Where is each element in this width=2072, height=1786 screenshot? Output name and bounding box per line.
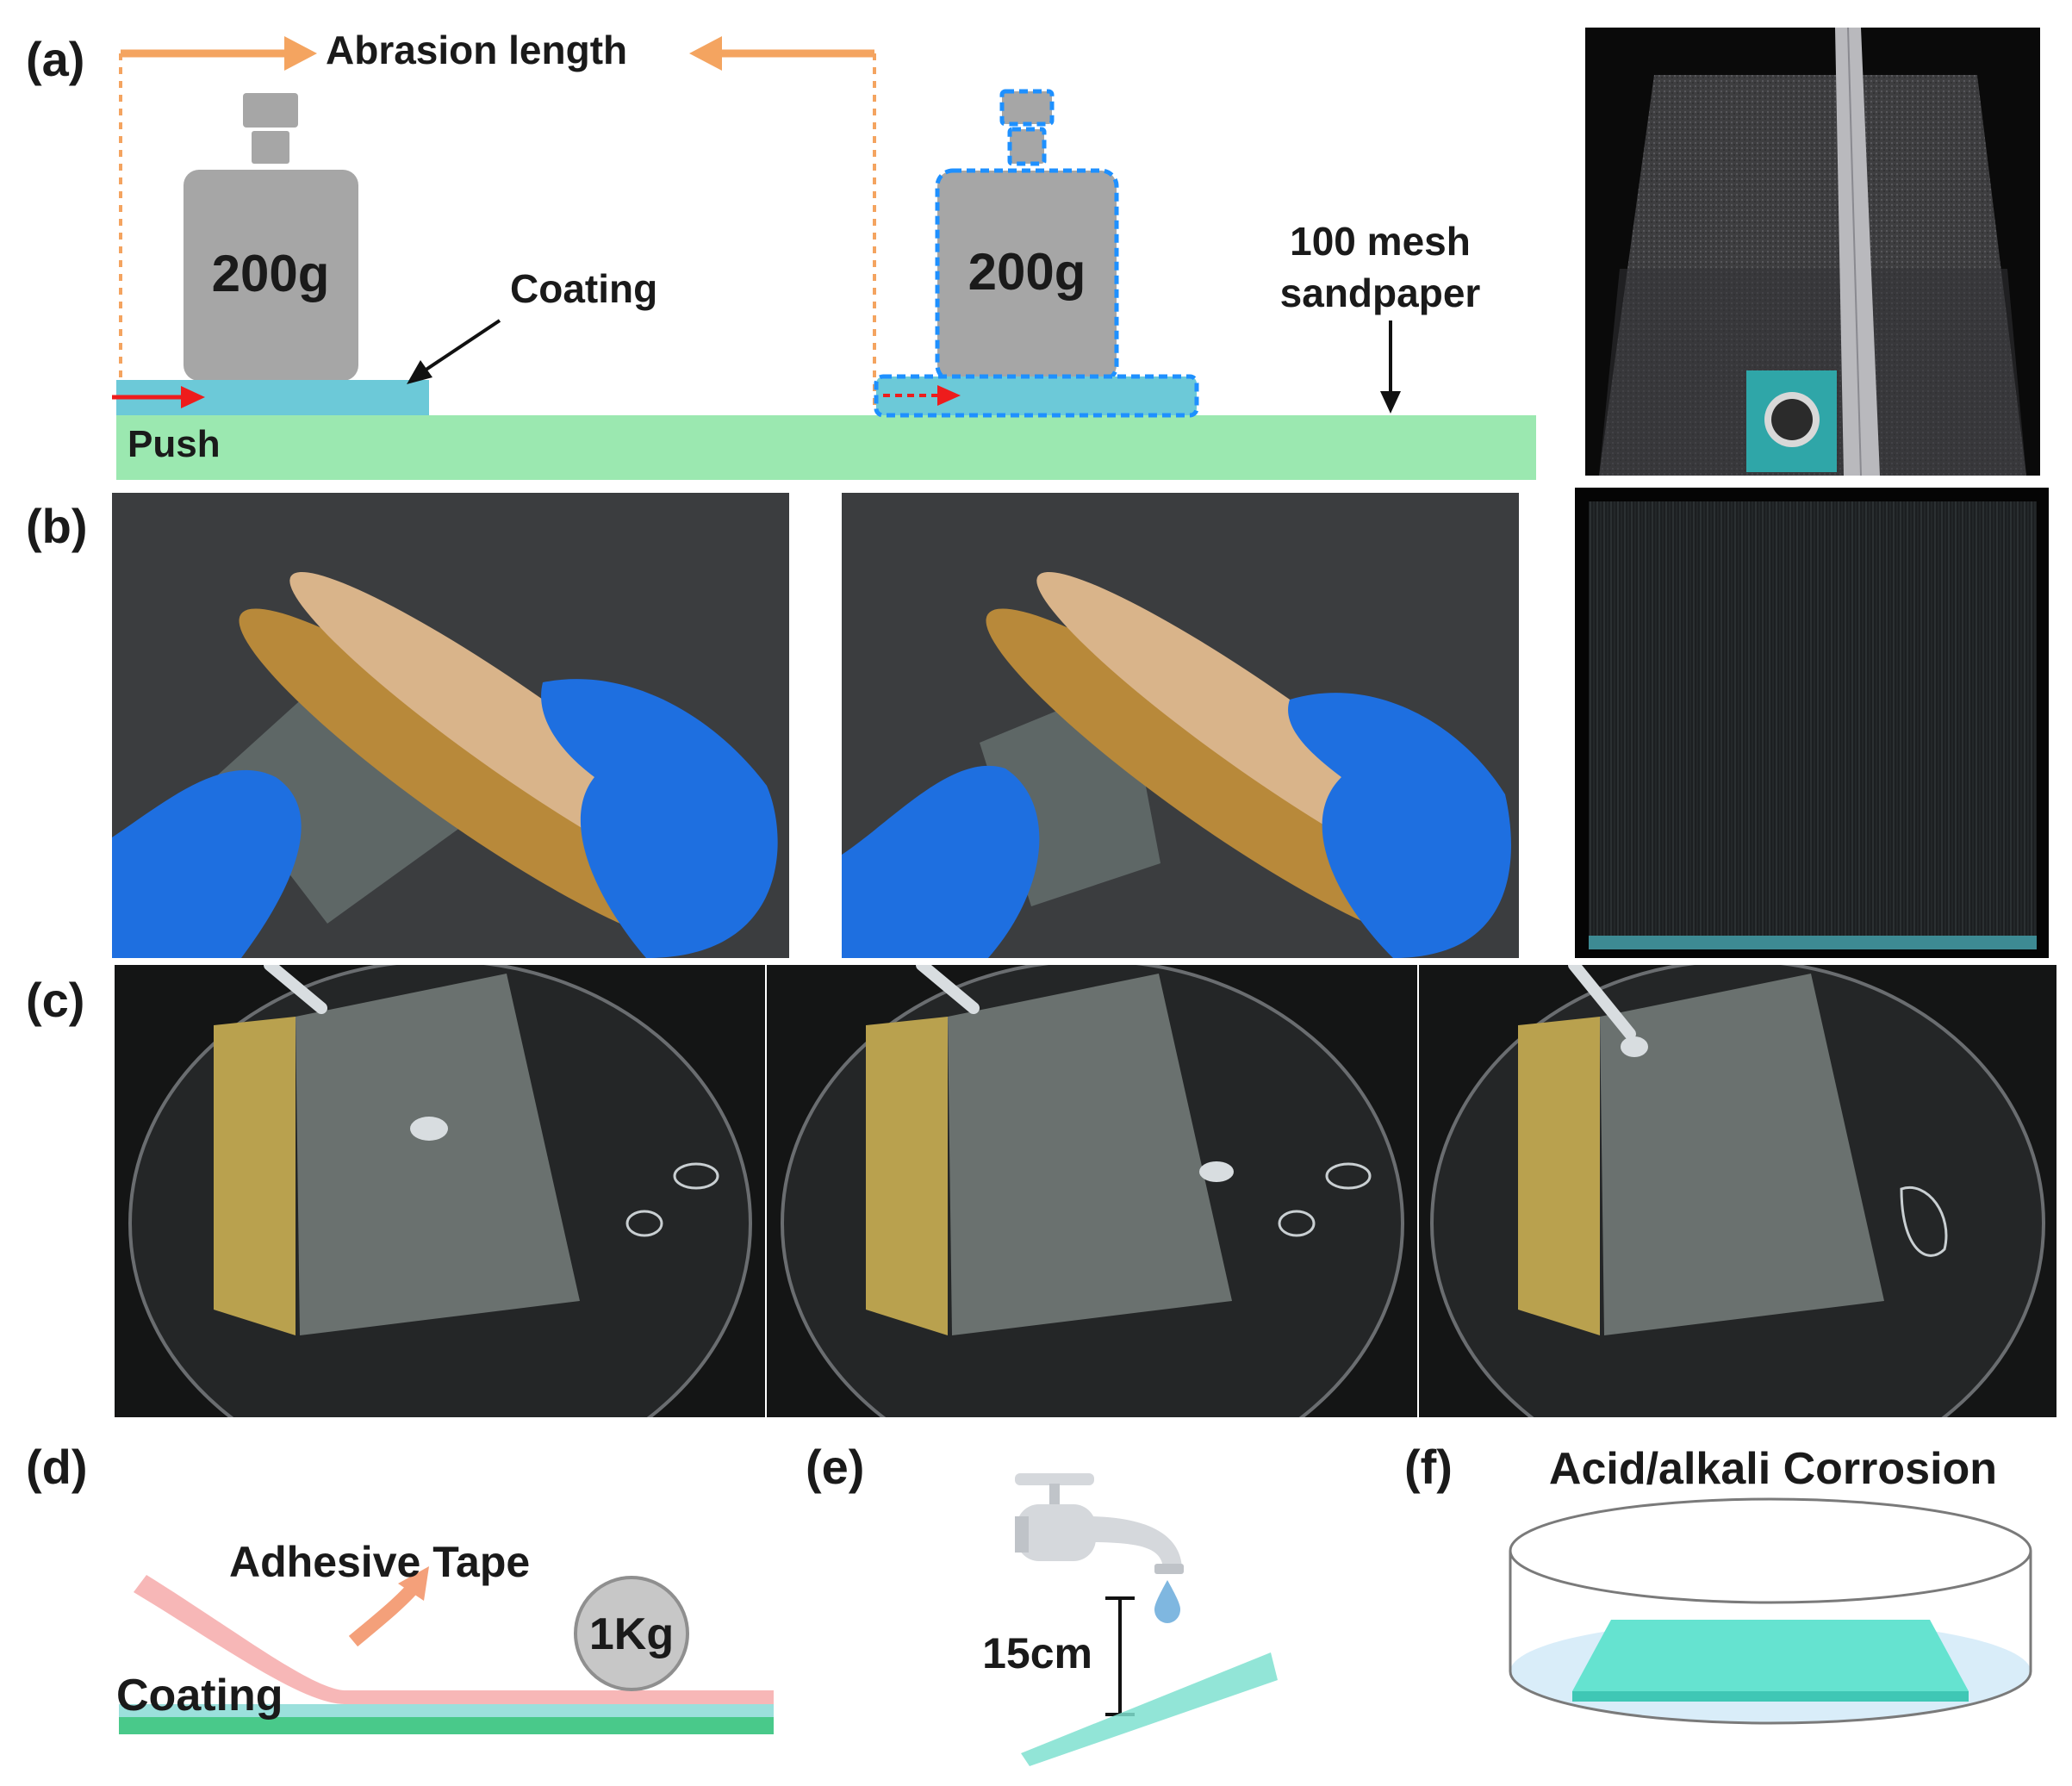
photo-water-drop-3	[1419, 965, 2056, 1417]
photo-brush-1	[112, 493, 789, 958]
sandpaper-pointer-arrow	[1380, 320, 1401, 414]
weight-left	[184, 93, 358, 381]
panel-e-label: (e)	[806, 1440, 864, 1494]
panel-c-label: (c)	[26, 973, 84, 1027]
coating-right-dashed	[874, 374, 1199, 418]
panel-b-label: (b)	[26, 499, 88, 553]
sandpaper-strip	[116, 415, 1536, 480]
weight-right-dashed	[935, 89, 1119, 383]
panel-f-label: (f)	[1404, 1440, 1453, 1494]
weight-left-label: 200g	[212, 245, 330, 302]
sandpaper-label-line1: 100 mesh	[1290, 219, 1471, 264]
photo-water-drop-1	[115, 965, 765, 1417]
coating-pointer-arrow	[407, 319, 501, 384]
sandpaper-label-line2: sandpaper	[1280, 271, 1481, 315]
push-label: Push	[128, 423, 221, 465]
photo-scratched-coating	[1575, 488, 2049, 958]
panel-a-label: (a)	[26, 32, 84, 86]
push-arrow-solid	[112, 386, 205, 408]
photo-brush-2	[842, 493, 1519, 958]
photo-water-drop-2	[767, 965, 1417, 1417]
coating-label: Coating	[510, 266, 657, 311]
push-arrow-dashed	[883, 385, 961, 406]
weight-right-label: 200g	[968, 243, 1086, 301]
panel-d-label: (d)	[26, 1440, 88, 1494]
abrasion-length-label: Abrasion length	[326, 28, 627, 72]
abrasion-length-guide	[119, 36, 876, 414]
photo-sandpaper-ruler	[1585, 28, 2040, 476]
